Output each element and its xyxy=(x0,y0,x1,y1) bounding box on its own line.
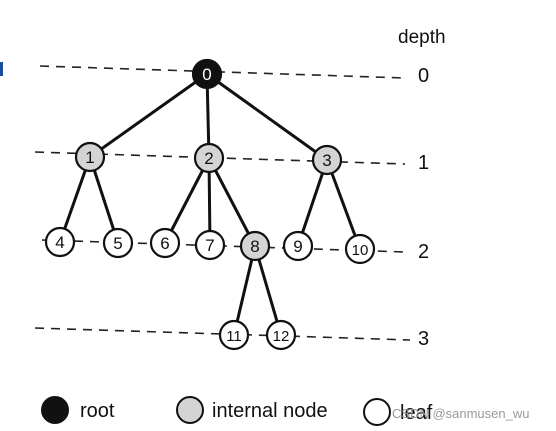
node-circle-2 xyxy=(193,142,225,174)
depth-line-0 xyxy=(39,65,406,79)
edge-0-3 xyxy=(206,72,328,162)
depth-label-0: 0 xyxy=(418,65,429,87)
edge-8-12 xyxy=(253,245,283,336)
edge-8-11 xyxy=(232,245,257,336)
node-10: 10 xyxy=(344,233,376,265)
node-label-1: 1 xyxy=(85,148,94,167)
node-circle-1 xyxy=(74,141,106,173)
legend-leaf-label: leaf xyxy=(400,402,433,424)
node-9: 9 xyxy=(282,230,314,262)
node-label-12: 12 xyxy=(273,328,290,345)
legend-root-swatch xyxy=(41,396,69,424)
node-label-11: 11 xyxy=(226,328,242,345)
edge-mark xyxy=(0,62,3,76)
legend-root: root xyxy=(41,396,115,424)
watermark: CSDN @sanmusen_wu xyxy=(392,406,529,421)
node-circle-0 xyxy=(191,58,223,90)
edge-0-1 xyxy=(89,72,208,159)
node-2: 2 xyxy=(193,142,225,174)
node-label-4: 4 xyxy=(55,233,64,252)
edge-2-6 xyxy=(163,157,211,244)
node-label-5: 5 xyxy=(113,234,122,253)
node-11: 11 xyxy=(218,319,250,351)
depth-label-2: 2 xyxy=(418,241,429,263)
node-circle-10 xyxy=(344,233,376,265)
depth-label-1: 1 xyxy=(418,152,429,174)
edge-3-9 xyxy=(296,159,329,247)
legend-leaf-swatch xyxy=(363,398,391,426)
node-circle-5 xyxy=(102,227,134,259)
node-label-0: 0 xyxy=(202,65,211,84)
node-5: 5 xyxy=(102,227,134,259)
legend: root internal node leaf xyxy=(41,396,433,426)
node-label-7: 7 xyxy=(205,236,214,255)
depth-line-3 xyxy=(34,327,411,341)
node-circle-3 xyxy=(311,144,343,176)
node-12: 12 xyxy=(265,319,297,351)
depth-label-3: 3 xyxy=(418,328,429,350)
edge-3-10 xyxy=(325,159,362,250)
edge-2-8 xyxy=(207,157,257,247)
node-circle-6 xyxy=(149,227,181,259)
node-circle-9 xyxy=(282,230,314,262)
node-label-10: 10 xyxy=(352,242,369,259)
node-circle-11 xyxy=(218,319,250,351)
node-label-3: 3 xyxy=(322,151,331,170)
node-4: 4 xyxy=(44,226,76,258)
node-circle-12 xyxy=(265,319,297,351)
node-circle-7 xyxy=(194,229,226,261)
node-label-8: 8 xyxy=(250,237,259,256)
node-label-9: 9 xyxy=(293,237,302,256)
node-circle-4 xyxy=(44,226,76,258)
node-label-6: 6 xyxy=(160,234,169,253)
node-8: 8 xyxy=(239,230,271,262)
tree-edges xyxy=(58,72,362,336)
legend-internal-swatch xyxy=(176,396,204,424)
legend-internal: internal node xyxy=(176,396,328,424)
legend-root-label: root xyxy=(80,400,115,422)
depth-line-1 xyxy=(34,151,406,165)
depth-heading: depth xyxy=(398,27,446,48)
node-0: 0 xyxy=(191,58,223,90)
node-3: 3 xyxy=(311,144,343,176)
node-label-2: 2 xyxy=(204,149,213,168)
node-1: 1 xyxy=(74,141,106,173)
node-6: 6 xyxy=(149,227,181,259)
node-7: 7 xyxy=(194,229,226,261)
node-circle-8 xyxy=(239,230,271,262)
legend-internal-label: internal node xyxy=(212,400,328,422)
legend-leaf: leaf xyxy=(363,398,433,426)
depth-level-lines xyxy=(34,65,411,341)
